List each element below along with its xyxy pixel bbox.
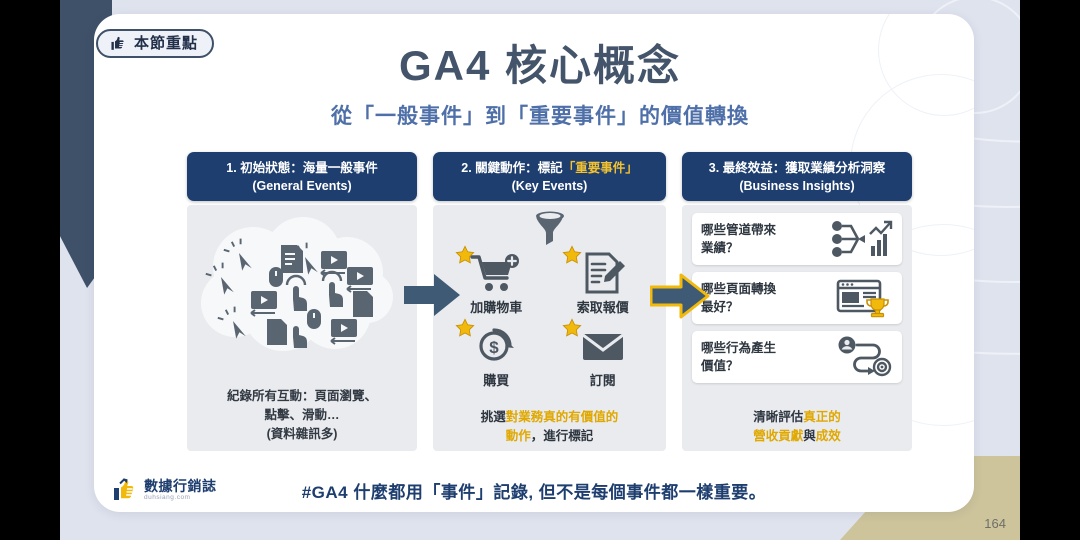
channels-chart-icon [832, 221, 893, 258]
brand-url: duhsiang.com [144, 493, 191, 501]
user-path-target-icon [838, 336, 892, 377]
slide-footer: 數據行銷誌 duhsiang.com #GA4 什麼都用「事件」記錄, 但不是每… [94, 466, 974, 514]
panel-2-caption: 挑選對業務真的有價值的 動作，進行標記 [437, 408, 662, 446]
insight-card-text: 哪些頁面轉換 最好？ [701, 280, 776, 316]
panel-3-caption-mid: 與 [803, 428, 816, 443]
insight-line-1: 哪些管道帶來 [701, 223, 777, 238]
panel-1-body: 紀錄所有互動：頁面瀏覽、 點擊、滑動… (資料雜訊多) [187, 205, 417, 452]
panel-1-caption-line-1: 紀錄所有互動：頁面瀏覽、 [226, 389, 377, 403]
funnel-wrap [433, 211, 666, 252]
key-event-label: 訂閱 [589, 373, 616, 389]
panel-2-caption-line-2: 動作，進行標記 [437, 427, 662, 446]
panel-business-insights: 3. 最終效益：獲取業績分析洞察 (Business Insights) 哪些管… [682, 152, 912, 452]
panel-3-body: 哪些管道帶來 業績？ [682, 205, 912, 452]
svg-text:$: $ [490, 338, 500, 357]
key-event-label: 加購物車 [470, 300, 523, 316]
page-trophy-icon [836, 279, 889, 318]
quote-document-icon-wrap [550, 245, 657, 299]
panel-3-caption-pre: 清晰評估 [753, 409, 804, 424]
insight-cards: 哪些管道帶來 業績？ [692, 213, 902, 384]
cart-plus-icon [470, 254, 520, 292]
key-events-grid: 加購物車 索取報價 [443, 245, 657, 389]
badge-label: 本節重點 [134, 35, 199, 52]
star-icon [455, 318, 475, 337]
brand-thumbs-up-icon [114, 478, 134, 500]
panel-3-caption-line-2: 營收貢獻與成效 [686, 427, 908, 446]
insight-card-pages[interactable]: 哪些頁面轉換 最好？ [692, 272, 902, 325]
arrow-step-1-to-2 [404, 274, 460, 316]
envelope-icon-wrap [550, 318, 657, 372]
star-icon [561, 245, 582, 264]
key-event-subscribe[interactable]: 訂閱 [550, 318, 657, 389]
dollar-cycle-icon: $ [479, 328, 515, 361]
arrow-step-2-to-3 [650, 273, 710, 319]
panel-1-title-zh: 1. 初始狀態：海量一般事件 [226, 161, 378, 175]
panel-2-title-zh-highlight: 「重要事件」 [562, 161, 638, 175]
star-icon [561, 318, 582, 337]
key-event-add-to-cart[interactable]: 加購物車 [443, 245, 550, 316]
panel-1-title-en: (General Events) [252, 179, 352, 194]
panel-2-body: 加購物車 索取報價 [433, 205, 666, 452]
key-event-purchase[interactable]: $ 購買 [443, 318, 550, 389]
events-cloud-illustration [201, 217, 393, 352]
insight-line-2: 最好？ [701, 300, 739, 315]
panel-2-caption-line-1: 挑選對業務真的有價值的 [437, 408, 662, 427]
panel-3-caption-gold-1: 真正的 [803, 409, 841, 424]
insight-line-2: 價值？ [701, 359, 739, 374]
insight-line-1: 哪些頁面轉換 [701, 282, 777, 297]
star-icon [455, 245, 475, 264]
insight-card-behaviors[interactable]: 哪些行為產生 價值？ [692, 331, 902, 384]
panel-2-caption-pre: 挑選 [480, 409, 506, 424]
panel-general-events: 1. 初始狀態：海量一般事件 (General Events) [187, 152, 417, 452]
insight-line-2: 業績？ [701, 241, 739, 256]
panel-3-title-zh: 3. 最終效益：獲取業績分析洞察 [708, 161, 886, 175]
page-title: GA4 核心概念 [398, 42, 682, 89]
insight-card-channels[interactable]: 哪些管道帶來 業績？ [692, 213, 902, 266]
brand-logo[interactable]: 數據行銷誌 duhsiang.com [112, 477, 217, 503]
panel-2-title-zh-prefix: 2. 關鍵動作：標記 [461, 161, 563, 175]
funnel-icon [535, 211, 564, 246]
panel-2-caption-gold-2: 動作 [505, 428, 531, 443]
panel-2-title-zh: 2. 關鍵動作：標記「重要事件」 [437, 159, 662, 177]
key-event-request-quote[interactable]: 索取報價 [550, 245, 657, 316]
page-number: 164 [984, 516, 1006, 531]
page-subtitle: 從「一般事件」到「重要事件」的價值轉換 [331, 105, 749, 128]
panel-1-caption: 紀錄所有互動：頁面瀏覽、 點擊、滑動… (資料雜訊多) [193, 387, 411, 443]
panel-2-caption-post: ，進行標記 [530, 428, 594, 443]
panel-1-caption-line-3: (資料雜訊多) [266, 426, 338, 441]
panel-2-header: 2. 關鍵動作：標記「重要事件」 (Key Events) [433, 152, 666, 202]
panel-key-events: 2. 關鍵動作：標記「重要事件」 (Key Events) [433, 152, 666, 452]
quote-document-icon [585, 252, 625, 294]
insight-line-1: 哪些行為產生 [701, 341, 777, 356]
panel-3-header: 3. 最終效益：獲取業績分析洞察 (Business Insights) [682, 152, 912, 202]
panel-2-title-en: (Key Events) [511, 179, 588, 194]
cart-plus-icon-wrap [443, 245, 550, 299]
footer-hashtag-text: #GA4 什麼都用「事件」記錄, 但不是每個事件都一樣重要。 [301, 482, 767, 502]
section-highlight-badge[interactable]: 本節重點 [96, 29, 215, 58]
panel-3-caption-line-1: 清晰評估真正的 [686, 408, 908, 427]
panel-3-caption-gold-3: 成效 [815, 428, 841, 443]
brand-name: 數據行銷誌 [144, 477, 217, 494]
panel-2-caption-gold-1: 對業務真的有價值的 [505, 409, 619, 424]
panel-1-header: 1. 初始狀態：海量一般事件 (General Events) [187, 152, 417, 202]
brand-logo-text: 數據行銷誌 duhsiang.com [144, 479, 217, 502]
envelope-icon [581, 334, 624, 361]
panel-1-caption-line-2: 點擊、滑動… [264, 407, 340, 422]
key-event-label: 索取報價 [576, 300, 629, 316]
dollar-cycle-icon-wrap: $ [443, 318, 550, 372]
panel-3-caption-gold-2: 營收貢獻 [753, 428, 804, 443]
key-event-label: 購買 [483, 373, 510, 389]
panel-3-title-en: (Business Insights) [739, 179, 855, 194]
thumbs-up-icon [111, 36, 124, 50]
panel-3-caption: 清晰評估真正的 營收貢獻與成效 [686, 408, 908, 446]
insight-card-text: 哪些管道帶來 業績？ [701, 221, 776, 257]
insight-card-text: 哪些行為產生 價值？ [701, 339, 776, 375]
